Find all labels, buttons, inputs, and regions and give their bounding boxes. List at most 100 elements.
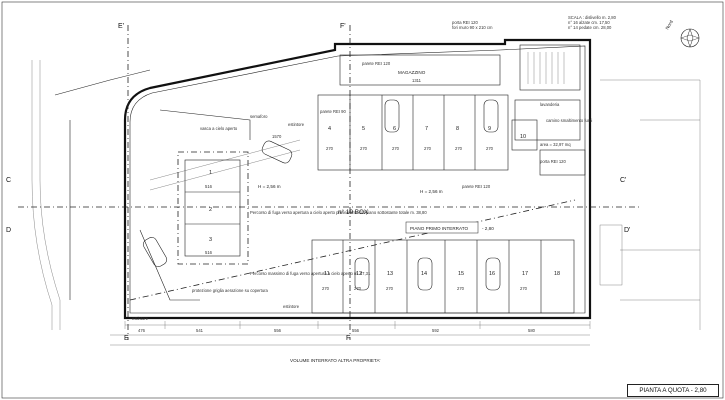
svg-text:4: 4 <box>328 126 331 132</box>
svg-text:15: 15 <box>458 271 464 277</box>
height-label-2: H = 2,56 m <box>420 189 443 194</box>
stair-note: SCALA : dislivello m. 2,80 <box>568 15 617 20</box>
bottom-dims: 476 541 556 556 592 580 <box>138 328 536 333</box>
north-arrow <box>680 28 700 48</box>
bottom-box-row <box>311 239 575 314</box>
warehouse-label: MAGAZZINO <box>398 70 426 75</box>
stair-treads <box>527 52 565 84</box>
svg-text:270: 270 <box>486 146 494 151</box>
stair-treads-note: n° 14 pedate cm. 28,00 <box>568 25 612 30</box>
dim-ticks <box>124 321 591 329</box>
ramp-lanes <box>149 139 301 191</box>
smoke-note: camino smaltimento fumi <box>546 118 592 123</box>
right-room <box>539 149 586 176</box>
svg-text:516: 516 <box>205 250 213 255</box>
height-label-1: H = 2,56 m <box>258 184 281 189</box>
estintore-label-bottom: estintore <box>132 316 149 321</box>
svg-text:476: 476 <box>138 328 146 333</box>
svg-text:2: 2 <box>209 207 212 213</box>
escape-route-1: Percorso di fuga verso apertura a cielo … <box>250 210 427 215</box>
svg-text:592: 592 <box>432 328 440 333</box>
room-10 <box>511 119 538 151</box>
door-note-right: porta REI 120 <box>540 159 567 164</box>
svg-text:11: 11 <box>324 271 330 277</box>
svg-text:270: 270 <box>326 146 334 151</box>
top-box-dividers <box>349 95 476 170</box>
svg-text:16: 16 <box>489 271 495 277</box>
section-mark-e-top: E' <box>118 23 124 30</box>
tech-note: lavanderia <box>540 102 560 107</box>
svg-text:270: 270 <box>322 286 330 291</box>
stair-core <box>519 44 581 91</box>
svg-text:13: 13 <box>387 271 393 277</box>
basement-outline <box>123 38 592 320</box>
svg-text:9: 9 <box>488 126 491 132</box>
svg-text:8: 8 <box>456 126 459 132</box>
svg-text:14: 14 <box>421 271 427 277</box>
semaforo-label: semaforo <box>250 114 268 119</box>
svg-text:270: 270 <box>455 146 463 151</box>
ramp-note: vasca a cielo aperto <box>200 126 238 131</box>
boxes-label: n° 19 BOX <box>338 208 369 216</box>
sheet-title: PIANTA A QUOTA - 2,80 <box>639 387 707 394</box>
wh-length-dim: 1311 <box>412 78 422 83</box>
sheet-title-box: PIANTA A QUOTA - 2,80 <box>627 384 719 397</box>
svg-text:270: 270 <box>392 146 400 151</box>
section-mark-f-top: F' <box>340 23 346 30</box>
grate-note: protezione griglia aerazione su copertur… <box>192 288 269 293</box>
bottom-box-dividers <box>342 240 542 313</box>
cars <box>142 99 501 291</box>
door-note-2: fori muro 90 x 210 cm <box>452 25 493 30</box>
ramp-edge <box>139 109 251 301</box>
box-depth-dims: 270 270 270 270 270 270 270 270 270 270 … <box>205 146 528 291</box>
svg-text:270: 270 <box>386 286 394 291</box>
svg-text:10: 10 <box>520 134 526 140</box>
floor-label-frame <box>405 221 479 234</box>
section-mark-d-prime: D' <box>624 227 630 234</box>
estintore-label-top: estintore <box>288 122 305 127</box>
box-labels: 1 2 3 4 5 6 7 8 9 10 11 12 13 14 15 16 1… <box>209 126 560 277</box>
svg-text:270: 270 <box>360 146 368 151</box>
svg-text:270: 270 <box>520 286 528 291</box>
svg-text:516: 516 <box>205 184 213 189</box>
wall-note-120: parete REI 120 <box>462 184 491 189</box>
basement-inner-wall <box>129 45 586 314</box>
neighbour-small-block <box>599 224 623 286</box>
warehouse-room <box>339 54 501 86</box>
svg-text:556: 556 <box>352 328 360 333</box>
svg-text:5: 5 <box>362 126 365 132</box>
section-mark-e-bottom: E <box>124 335 129 342</box>
section-mark-c: C <box>6 177 11 184</box>
svg-text:541: 541 <box>196 328 204 333</box>
estintore-label-mid: estintore <box>283 304 300 309</box>
section-mark-f-bottom: F <box>346 335 350 342</box>
stair-risers: n° 16 alzate cm. 17,50 <box>568 20 610 25</box>
svg-text:580: 580 <box>528 328 536 333</box>
left-box-block <box>177 151 249 265</box>
escape-route <box>129 199 576 301</box>
floor-label: PIANO PRIMO INTERRATO <box>410 226 468 231</box>
svg-text:556: 556 <box>274 328 282 333</box>
area-note: area = 32,97 mq <box>540 142 571 147</box>
level-label: - 2,80 <box>482 226 494 231</box>
svg-text:1: 1 <box>209 170 212 176</box>
bottom-band-line <box>110 334 590 346</box>
street-curve-left-2 <box>31 60 53 330</box>
neighbour-right <box>600 79 701 330</box>
bottom-label: VOLUME INTERRATO ALTRA PROPRIETA' <box>290 358 381 363</box>
svg-text:3: 3 <box>209 237 212 243</box>
wall-note: parete REI 120 <box>362 61 391 66</box>
ramp-length-dim: 1570 <box>272 134 282 139</box>
escape-route-2: Percorso massimo di fuga verso apertura … <box>250 271 371 276</box>
svg-text:6: 6 <box>393 126 396 132</box>
svg-text:270: 270 <box>354 286 362 291</box>
section-mark-c-prime: C' <box>620 177 626 184</box>
north-label: Nord <box>665 19 675 31</box>
svg-text:12: 12 <box>356 271 362 277</box>
section-mark-d: D <box>6 227 11 234</box>
svg-text:17: 17 <box>522 271 528 277</box>
svg-text:270: 270 <box>424 146 432 151</box>
svg-text:7: 7 <box>425 126 428 132</box>
